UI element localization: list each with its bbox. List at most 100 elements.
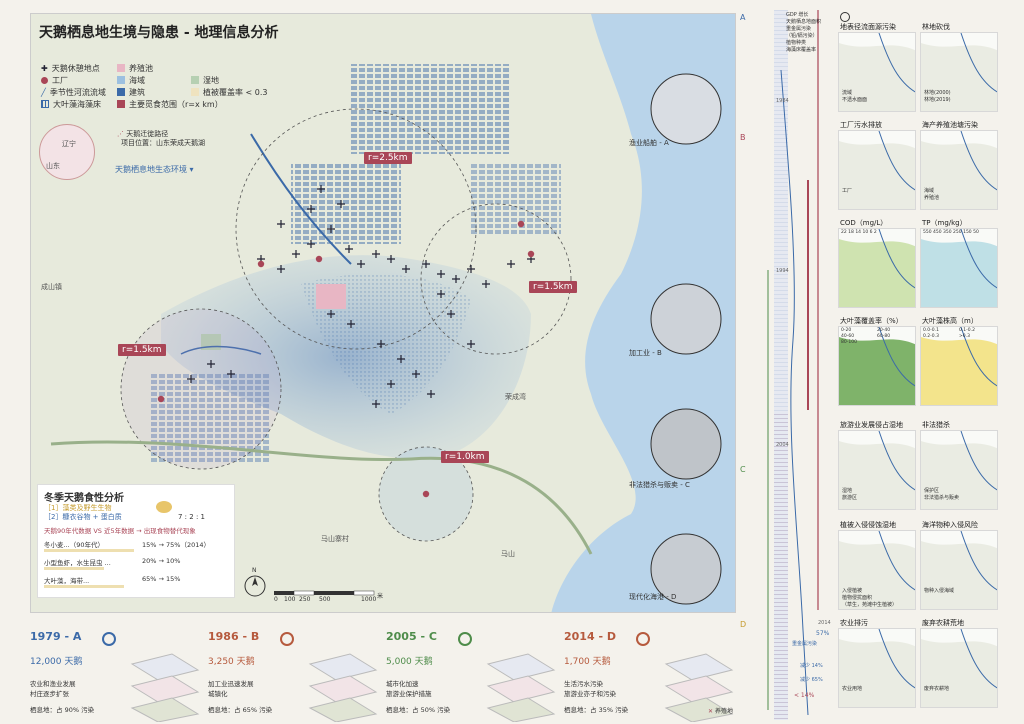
- risk-map-panel[interactable]: 海域养殖池: [920, 130, 998, 210]
- period-desc: 村庄逐步扩张: [30, 690, 69, 698]
- inset-label: 山东: [46, 162, 60, 170]
- place-label: 荣成湾: [505, 393, 526, 401]
- timeline-value: 57%: [816, 630, 830, 637]
- period-desc: 栖息地：占 50% 污染: [386, 706, 451, 714]
- risk-map-panel[interactable]: 流域不透水面面: [838, 32, 916, 112]
- eelgrass-icon: [41, 100, 49, 108]
- factory-icon: [41, 76, 48, 84]
- factory-point: [315, 255, 323, 263]
- legend-label: 主要觅食范围（r=x km）: [129, 99, 223, 109]
- river: [180, 345, 262, 355]
- page-title: 天鹅栖息地生境与隐患 - 地理信息分析: [39, 25, 279, 41]
- foraging-circle: [235, 108, 477, 350]
- panel-legend: 0.0-0.1: [923, 328, 939, 333]
- legend-label: 植被覆盖率 < 0.3: [203, 87, 268, 97]
- period-title: 2014 - D: [564, 630, 616, 643]
- panel-scale: 22 18 14 10 6 2: [841, 230, 877, 235]
- panel-note: 旅游区: [842, 495, 858, 501]
- diet-row-right: 15% → 75%（2014）: [142, 541, 211, 549]
- swan-point: [307, 240, 315, 248]
- period-count: 1,700 天鹅: [564, 657, 611, 667]
- panel-title: TP（mg/kg）: [922, 219, 967, 227]
- diet-row-right: 20% → 10%: [142, 557, 181, 565]
- panel-note: 入侵植被: [842, 588, 863, 594]
- swan-point: [452, 275, 460, 283]
- panel-legend: 60-80: [877, 334, 891, 339]
- legend-left: ✚天鹅休憩地点 工厂 ╱季节性河流流域 大叶藻海藻床: [41, 62, 106, 110]
- risk-map-panel[interactable]: 湿地旅游区: [838, 430, 916, 510]
- legend-label: 湿地: [203, 75, 219, 85]
- panel-note: （草生，苑滩中生植被）: [842, 602, 898, 608]
- risk-map-panel[interactable]: 保护区非法猎杀与贩卖: [920, 430, 998, 510]
- progress-ring-icon: [102, 632, 116, 646]
- panel-legend: 0.2-0.3: [923, 334, 939, 339]
- diet-title: 冬季天鹅食性分析: [44, 493, 124, 504]
- panel-note: 物种入侵海域: [924, 588, 955, 594]
- vegetation-icon: [191, 88, 199, 96]
- timeline-value: 减少 65%: [800, 677, 823, 683]
- panel-note: 非法猎杀与贩卖: [924, 495, 960, 501]
- risk-map-panel[interactable]: 物种入侵海域: [920, 530, 998, 610]
- panel-note: 植物侵扰面积: [842, 595, 873, 601]
- swan-point: [467, 265, 475, 273]
- swan-point: [377, 340, 385, 348]
- panel-legend: 40-60: [841, 334, 855, 339]
- panel-title: 非法猎杀: [922, 421, 950, 429]
- swan-points: [187, 185, 535, 408]
- photo-label-a: 渔业船舶 - A: [629, 139, 669, 147]
- diet-card: 冬季天鹅食性分析 ［1］藻类及野生生物 ［2］糠衣谷物 + 蛋白质 7 : 2 …: [37, 484, 235, 598]
- panel-title: 旅游业发展侵占湿地: [840, 421, 903, 429]
- risk-map-panel[interactable]: 22 18 14 10 6 2: [838, 228, 916, 308]
- pond-icon: [117, 64, 125, 72]
- risk-map-panel[interactable]: 农业用地: [838, 628, 916, 708]
- factory-point: [422, 490, 430, 498]
- swan-point: [277, 265, 285, 273]
- place-label: 成山镇: [41, 283, 62, 291]
- period-desc: 农业和渔业发展: [30, 680, 76, 688]
- river-icon: ╱: [41, 87, 46, 97]
- main-map[interactable]: 天鹅栖息地生境与隐患 - 地理信息分析 ✚天鹅休憩地点 工厂 ╱季节性河流流域 …: [30, 13, 736, 613]
- diet-row-left: 小型鱼虾，水生昆虫 ...: [44, 559, 111, 567]
- risk-map-panel[interactable]: 工厂: [838, 130, 916, 210]
- compass-icon: [840, 12, 850, 22]
- layer-stack: [308, 653, 378, 722]
- legend-label: 工厂: [52, 75, 68, 85]
- panel-note: 海域: [924, 188, 935, 194]
- swan-point: [507, 260, 515, 268]
- risk-map-panel[interactable]: 林地(2000)林地(2019): [920, 32, 998, 112]
- scale-tick: 1000: [361, 596, 377, 603]
- panel-note: 流域: [842, 90, 853, 96]
- coastline: [50, 440, 593, 555]
- swan-point: [317, 185, 325, 193]
- panel-title: COD（mg/L）: [840, 219, 888, 227]
- risk-map-panel[interactable]: 入侵植被植物侵扰面积（草生，苑滩中生植被）: [838, 530, 916, 610]
- location-label: 项目位置：山东荣成天鹅湖: [121, 139, 205, 147]
- period-desc: 栖息地：占 90% 污染: [30, 706, 95, 714]
- habitat-link[interactable]: 天鹅栖息地生态环境 ▾: [115, 165, 194, 174]
- diet-bar: [44, 585, 124, 588]
- factory-point: [257, 260, 265, 268]
- risk-map-panel[interactable]: 废弃农耕地: [920, 628, 998, 708]
- swan-point: [187, 375, 195, 383]
- swan-point: [422, 260, 430, 268]
- legend-label: 大叶藻海藻床: [53, 99, 101, 109]
- panel-legend: 20-40: [877, 328, 891, 333]
- layer-stack: [130, 653, 200, 722]
- timeline-marker-c: C: [740, 465, 746, 474]
- place-label: 马山: [501, 550, 515, 558]
- timeline-chart: [767, 10, 819, 720]
- period-desc: 旅游业亦子和污染: [564, 690, 616, 698]
- legend-mid: 养殖池 海域 建筑 主要觅食范围（r=x km）: [117, 62, 223, 110]
- panel-note: 林地(2019): [924, 97, 951, 103]
- period-desc: 城市化加速: [386, 680, 419, 688]
- diet-row-right: 65% → 15%: [142, 575, 181, 583]
- panel-legend: 0-20: [841, 328, 852, 333]
- diet-row-left: 冬小麦...（90年代）: [44, 541, 104, 549]
- risk-map-panel[interactable]: 550 450 350 250 150 50: [920, 228, 998, 308]
